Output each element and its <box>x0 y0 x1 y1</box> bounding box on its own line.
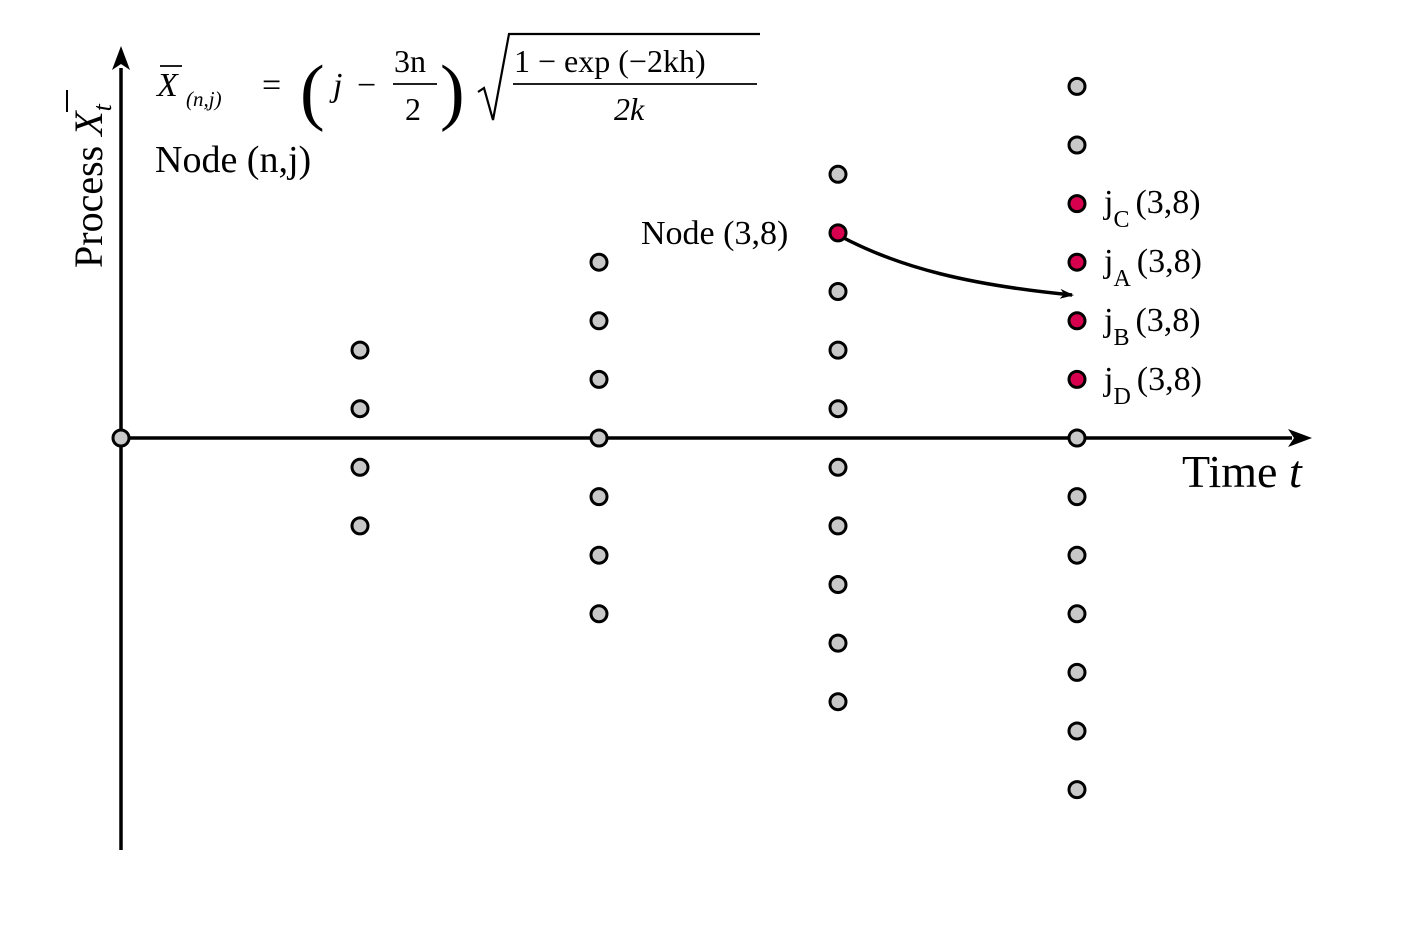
formula: X (n,j) = ( j − 3n 2 ) 1 − exp (−2kh) 2k <box>155 32 760 133</box>
lattice-node <box>828 340 848 360</box>
formula-lhs: X <box>155 67 179 104</box>
lattice-node-highlighted <box>1067 194 1087 214</box>
formula-lhs-sub: (n,j) <box>186 87 222 111</box>
lattice-node-highlighted <box>1067 252 1087 272</box>
lattice-node <box>589 311 609 331</box>
lattice-node <box>828 399 848 419</box>
lattice-node <box>828 164 848 184</box>
svg-text:jC(3,8): jC(3,8) <box>1103 184 1201 233</box>
lattice-node <box>350 516 370 536</box>
lattice-node <box>828 575 848 594</box>
lattice-node <box>828 692 848 712</box>
formula-sqrt-num: 1 − exp (−2kh) <box>514 43 706 79</box>
lattice-node <box>1067 604 1087 624</box>
lattice-node-highlighted <box>1067 369 1087 389</box>
lattice-node <box>1067 721 1087 741</box>
lattice-node <box>1067 428 1087 448</box>
lattice-node <box>828 633 848 653</box>
lattice-node-highlighted <box>1067 311 1087 331</box>
svg-text:jA(3,8): jA(3,8) <box>1103 243 1202 292</box>
formula-frac-den: 2 <box>405 91 421 127</box>
lattice-node <box>350 457 370 477</box>
branch-label-c: jC(3,8) <box>1103 184 1201 233</box>
branch-label-a: jA(3,8) <box>1103 243 1202 292</box>
branch-label-d: jD(3,8) <box>1103 361 1202 410</box>
legend-node-text: Node (n,j) <box>155 139 311 181</box>
lattice-node <box>1067 545 1087 565</box>
lattice-node <box>1067 487 1087 507</box>
formula-paren-open: ( <box>300 51 325 133</box>
transition-arrow <box>839 234 1074 299</box>
formula-minus: − <box>357 67 376 104</box>
lattice-node <box>111 428 131 448</box>
lattice-node <box>828 457 848 477</box>
lattice-node <box>350 340 370 360</box>
lattice-node <box>589 487 609 507</box>
svg-text:jD(3,8): jD(3,8) <box>1103 361 1202 410</box>
svg-text:jB(3,8): jB(3,8) <box>1103 302 1201 351</box>
formula-equals: = <box>262 67 281 104</box>
lattice-node <box>589 604 609 624</box>
branch-label-b: jB(3,8) <box>1103 302 1201 351</box>
lattice-node <box>1067 780 1087 800</box>
formula-paren-close: ) <box>440 51 465 133</box>
formula-frac-num: 3n <box>394 43 426 79</box>
lattice-node <box>828 516 848 536</box>
lattice-node <box>1067 135 1087 155</box>
lattice-node <box>350 399 370 419</box>
x-axis-label: Time t <box>1182 446 1303 497</box>
lattice-node <box>589 369 609 389</box>
lattice-node <box>1067 662 1087 682</box>
lattice-node <box>589 545 609 565</box>
formula-sqrt <box>477 32 760 121</box>
svg-text:Process Xt: Process Xt <box>66 103 117 268</box>
lattice-nodes <box>111 76 1087 800</box>
node-label: Node (3,8) <box>641 215 788 252</box>
lattice-node <box>828 282 848 301</box>
y-axis-arrowhead <box>112 46 130 70</box>
lattice-node <box>589 252 609 272</box>
x-axis-arrowhead <box>1288 429 1312 447</box>
lattice-node <box>589 428 609 448</box>
lattice-node <box>1067 76 1087 96</box>
formula-j: j <box>329 67 342 104</box>
y-axis-label: Process Xt <box>66 103 117 268</box>
formula-sqrt-den: 2k <box>614 91 645 127</box>
lattice-node-highlighted <box>828 223 848 243</box>
